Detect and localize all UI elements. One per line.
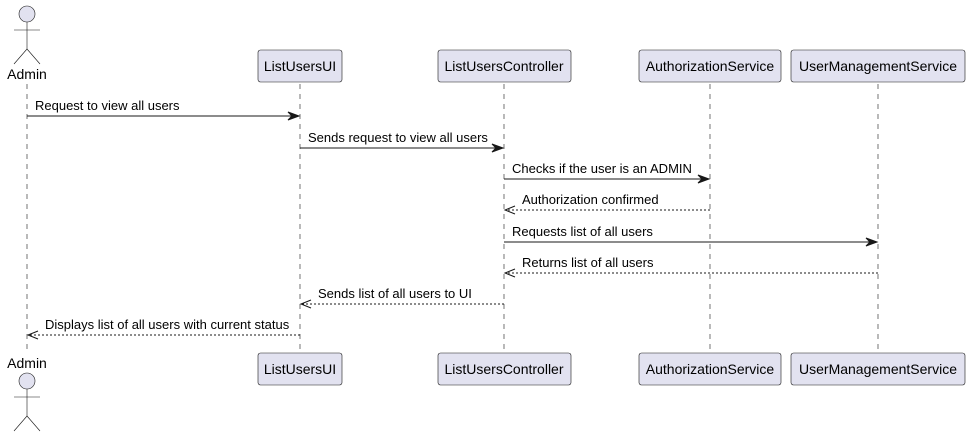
open-arrowhead-icon: [503, 268, 516, 278]
participant-box: [790, 352, 966, 386]
stick-figure-icon: [13, 5, 41, 65]
message-label: Request to view all users: [35, 98, 180, 113]
lifelines: [26, 84, 879, 352]
message-2: Sends request to view all users: [300, 130, 505, 153]
filled-arrowhead-icon: [865, 237, 879, 247]
actor-admin-bottom: Admin: [7, 355, 47, 432]
message-4: Authorization confirmed: [503, 192, 710, 215]
message-label: Requests list of all users: [512, 224, 653, 239]
message-label: Authorization confirmed: [522, 192, 659, 207]
open-arrowhead-icon: [503, 205, 516, 215]
message-label: Displays list of all users with current …: [45, 317, 290, 332]
participant-ui-bottom: ListUsersUI: [257, 352, 343, 386]
participant-auth-bottom: AuthorizationService: [638, 352, 782, 386]
message-label: Returns list of all users: [522, 255, 654, 270]
participant-box: [437, 352, 572, 386]
participant-auth-top: AuthorizationService: [638, 49, 782, 83]
participant-box: [257, 352, 343, 386]
actor-admin-top: Admin: [7, 5, 47, 82]
participant-label: AuthorizationService: [646, 361, 775, 377]
message-1: Request to view all users: [27, 98, 301, 121]
participant-ums-bottom: UserManagementService: [790, 352, 966, 386]
message-3: Checks if the user is an ADMIN: [504, 161, 711, 184]
participant-label: ListUsersUI: [264, 58, 336, 74]
participant-label: UserManagementService: [799, 361, 957, 377]
participant-box: [638, 352, 782, 386]
message-8: Displays list of all users with current …: [26, 317, 300, 340]
participants-bottom: Admin ListUsersUI ListUsersController Autho…: [7, 352, 966, 432]
participant-label: UserManagementService: [799, 58, 957, 74]
participant-box: [437, 49, 572, 83]
open-arrowhead-icon: [26, 330, 39, 340]
filled-arrowhead-icon: [491, 143, 505, 153]
participant-box: [638, 49, 782, 83]
participant-label: ListUsersController: [444, 361, 563, 377]
stick-figure-icon: [13, 372, 41, 432]
open-arrowhead-icon: [299, 299, 312, 309]
actor-label: Admin: [7, 355, 47, 371]
participant-ctrl-top: ListUsersController: [437, 49, 572, 83]
participant-label: AuthorizationService: [646, 58, 775, 74]
message-6: Returns list of all users: [503, 255, 878, 278]
message-label: Sends request to view all users: [308, 130, 488, 145]
filled-arrowhead-icon: [697, 174, 711, 184]
message-label: Sends list of all users to UI: [318, 286, 472, 301]
message-label: Checks if the user is an ADMIN: [512, 161, 692, 176]
message-5: Requests list of all users: [504, 224, 879, 247]
participant-box: [257, 49, 343, 83]
message-7: Sends list of all users to UI: [299, 286, 504, 309]
participant-label: ListUsersController: [444, 58, 563, 74]
participants-top: Admin ListUsersUI ListUsersController Autho…: [7, 5, 966, 83]
participant-ctrl-bottom: ListUsersController: [437, 352, 572, 386]
participant-ums-top: UserManagementService: [790, 49, 966, 83]
filled-arrowhead-icon: [287, 111, 301, 121]
participant-ui-top: ListUsersUI: [257, 49, 343, 83]
actor-label: Admin: [7, 66, 47, 82]
participant-box: [790, 49, 966, 83]
participant-label: ListUsersUI: [264, 361, 336, 377]
